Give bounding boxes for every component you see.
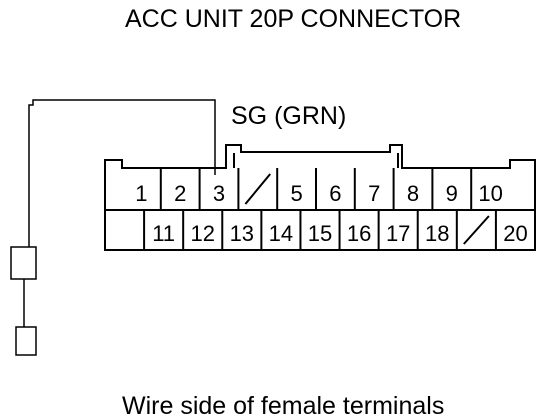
diagram-caption: Wire side of female terminals: [122, 392, 444, 420]
pin-number: 9: [446, 181, 458, 206]
pin-number: 2: [174, 181, 186, 206]
pin-number: 1: [135, 181, 147, 206]
pin-number: 6: [329, 181, 341, 206]
top-cell-blank-3: [237, 168, 271, 210]
bottom-cell-17: 17: [377, 210, 410, 250]
top-cell-1: 1: [135, 181, 147, 206]
pin-number: 10: [478, 181, 502, 206]
unused-cavity-mark: [244, 173, 271, 205]
pin-number: 12: [190, 221, 214, 246]
pin-number: 18: [425, 221, 449, 246]
pin-number: 16: [347, 221, 371, 246]
bottom-cell-15: 15: [299, 210, 332, 250]
top-cell-2: 2: [159, 168, 186, 210]
test-probe-lower: [15, 326, 37, 356]
signal-label: SG (GRN): [231, 102, 346, 130]
top-cell-7: 7: [353, 168, 380, 210]
bottom-cell-12: 12: [182, 210, 215, 250]
pin-number: 13: [230, 221, 254, 246]
test-lead-wire: [23, 99, 216, 327]
pin-number: 5: [290, 181, 302, 206]
top-cell-6: 6: [315, 168, 342, 210]
top-cell-9: 9: [431, 168, 458, 210]
pin-number: 17: [386, 221, 410, 246]
bottom-cell-13: 13: [221, 210, 254, 250]
bottom-cell-20: 20: [494, 210, 528, 250]
bottom-cell-14: 14: [260, 210, 293, 250]
top-cell-8: 8: [392, 168, 419, 210]
top-cell-3: 3: [198, 168, 225, 210]
connector-bottom-row: 11 12 13 14 15 16 17 18 20: [143, 210, 528, 250]
top-cell-5: 5: [276, 168, 303, 210]
diagram-title: ACC UNIT 20P CONNECTOR: [125, 5, 461, 33]
pin-number: 15: [308, 221, 332, 246]
bottom-cell-blank-9: [455, 210, 490, 250]
pin-number: 7: [368, 181, 380, 206]
bottom-cell-18: 18: [416, 210, 450, 250]
unused-cavity-mark: [463, 215, 490, 245]
pin-number: 8: [407, 181, 419, 206]
connector-housing: [104, 144, 536, 251]
pin-number: 11: [152, 221, 175, 246]
pin-number: 14: [269, 221, 293, 246]
bottom-cell-16: 16: [338, 210, 371, 250]
test-probe-upper: [10, 246, 37, 280]
pin-number: 20: [503, 221, 527, 246]
bottom-cell-11: 11: [143, 210, 175, 250]
top-cell-10: 10: [470, 168, 503, 210]
pin-number: 3: [213, 181, 225, 206]
connector-top-row: 1 2 3 5 6 7 8 9 10: [135, 168, 503, 210]
